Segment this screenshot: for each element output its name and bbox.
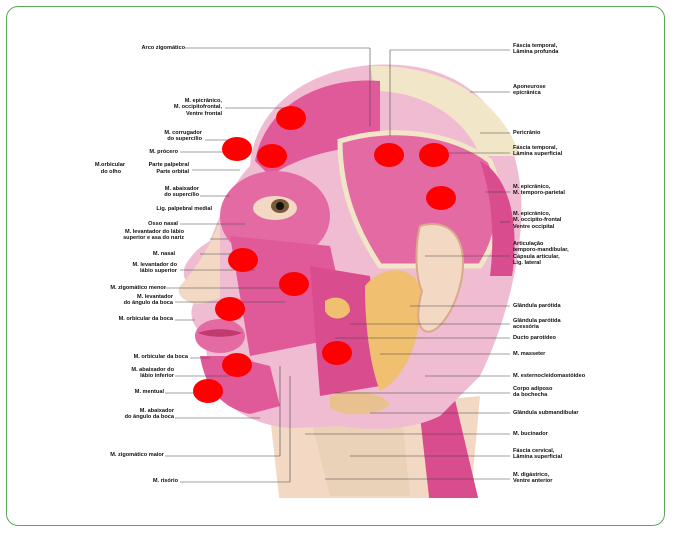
label-aponeurose: Aponeurose epicrânica bbox=[513, 84, 546, 97]
red-marker bbox=[257, 144, 287, 168]
red-marker bbox=[222, 137, 252, 161]
label-parte-palpebral: Parte palpebral bbox=[149, 162, 189, 168]
label-fascia-profunda: Fáscia temporal, Lâmina profunda bbox=[513, 43, 558, 56]
label-ducto: Ducto parotídeo bbox=[513, 335, 556, 341]
label-zigomatico-maior: M. zigomático maior bbox=[110, 452, 164, 458]
eye-pupil bbox=[276, 202, 284, 210]
red-marker bbox=[426, 186, 456, 210]
label-corrugador: M. corrugador do supercílio bbox=[164, 130, 202, 143]
label-levantador-labio: M. levantador do lábio superior bbox=[133, 262, 177, 275]
label-mentual: M. mentual bbox=[135, 389, 164, 395]
label-parotida-acessoria: Glândula parótida acessória bbox=[513, 318, 561, 331]
label-parte-orbital: Parte orbital bbox=[156, 169, 189, 175]
label-orbicular-boca-2: M. orbicular da boca bbox=[134, 354, 188, 360]
label-abaixador-angulo: M. abaixador do ângulo da boca bbox=[125, 408, 174, 421]
label-pericranio: Pericrânio bbox=[513, 130, 540, 136]
red-marker bbox=[222, 353, 252, 377]
label-orbicular-olho: M.orbicular bbox=[95, 162, 125, 168]
label-lig-palpebral: Lig. palpebral medial bbox=[156, 206, 212, 212]
label-do-olho: do olho bbox=[101, 169, 121, 175]
label-levantador-labio-asa: M. levantador do lábio superior e asa do… bbox=[123, 229, 184, 242]
label-temporo-parietal: M. epicrânico, M. temporo-parietal bbox=[513, 184, 565, 197]
red-marker bbox=[215, 297, 245, 321]
label-orbicular-boca-1: M. orbicular da boca bbox=[119, 316, 173, 322]
label-digastrico: M. digástrico, Ventre anterior bbox=[513, 472, 552, 485]
label-parotida: Glândula parótida bbox=[513, 303, 561, 309]
label-procero: M. prócero bbox=[149, 149, 178, 155]
label-articulacao: Articulação temporo-mandibular, Cápsula … bbox=[513, 241, 569, 267]
red-marker bbox=[322, 341, 352, 365]
label-bucinador: M. bucinador bbox=[513, 431, 548, 437]
label-masseter: M. masseter bbox=[513, 351, 545, 357]
label-osso-nasal: Osso nasal bbox=[148, 221, 178, 227]
label-fascia-cervical: Fáscia cervical, Lâmina superficial bbox=[513, 448, 562, 461]
label-submandibular: Glândula submandibular bbox=[513, 410, 579, 416]
label-abaixador-supercilio: M. abaixador do supercílio bbox=[164, 186, 199, 199]
label-arco-zigomatico: Arco zigomático bbox=[141, 45, 185, 51]
label-abaixador-labio: M. abaixador do lábio inferior bbox=[131, 367, 174, 380]
label-ventre-frontal: M. epicrânico, M. occipitofrontal, Ventr… bbox=[174, 98, 222, 117]
label-levantador-angulo: M. levantador do ângulo da boca bbox=[124, 294, 173, 307]
red-marker bbox=[374, 143, 404, 167]
anatomy-figure: Arco zigomático M. epicrânico, M. occipi… bbox=[80, 36, 610, 498]
label-fascia-superficial: Fáscia temporal, Lâmina superficial bbox=[513, 145, 562, 158]
red-marker bbox=[419, 143, 449, 167]
label-zigomatico-menor: M. zigomático menor bbox=[110, 285, 166, 291]
label-ventre-occipital: M. epicrânico, M. occipito-frontal Ventr… bbox=[513, 211, 561, 230]
red-marker bbox=[228, 248, 258, 272]
red-marker bbox=[279, 272, 309, 296]
label-esternocleido: M. esternocleidomastóideo bbox=[513, 373, 585, 379]
label-corpo-adiposo: Corpo adiposo da bochecha bbox=[513, 386, 552, 399]
red-marker bbox=[276, 106, 306, 130]
label-risorio: M. risório bbox=[153, 478, 178, 484]
red-marker bbox=[193, 379, 223, 403]
label-nasal: M. nasal bbox=[153, 251, 175, 257]
